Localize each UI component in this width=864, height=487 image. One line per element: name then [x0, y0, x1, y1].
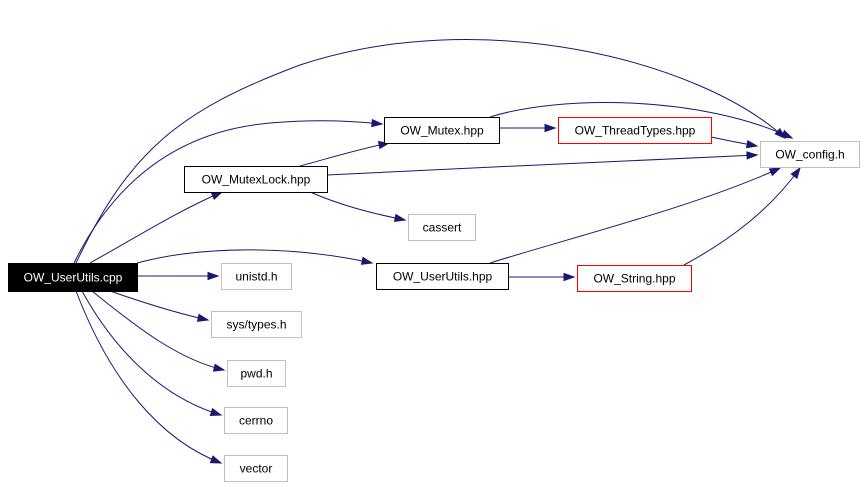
edge-ow-userutils-hpp-to-ow-string-hpp: [508, 272, 576, 282]
node-ow-mutex-hpp[interactable]: OW_Mutex.hpp: [384, 117, 500, 144]
node-sys-types-h[interactable]: sys/types.h: [211, 311, 302, 338]
edge-ow-userutils-cpp-to-ow-mutex-hpp: [73, 118, 384, 264]
node-box: [224, 455, 288, 482]
node-box: [376, 263, 509, 290]
edge-ow-mutexlock-hpp-to-ow-config-h: [326, 151, 759, 176]
node-label: sys/types.h: [226, 318, 286, 332]
edge-line: [299, 142, 390, 167]
node-label: OW_String.hpp: [593, 272, 675, 286]
edge-line: [489, 102, 793, 139]
node-box: [760, 141, 860, 168]
edge-line: [136, 249, 373, 264]
node-label: OW_Mutex.hpp: [400, 124, 484, 138]
edge-ow-mutexlock-hpp-to-ow-mutex-hpp: [299, 141, 391, 167]
edge-line: [326, 154, 758, 176]
edge-line: [75, 39, 786, 264]
edge-ow-mutexlock-hpp-to-cassert: [309, 191, 407, 223]
edge-line: [309, 191, 406, 221]
edge-line: [489, 167, 781, 264]
edge-ow-userutils-cpp-to-unistd-h: [137, 271, 220, 281]
edge-ow-mutex-hpp-to-ow-threadtypes-hpp: [499, 123, 557, 133]
node-label: cerrno: [239, 414, 273, 428]
edge-line: [109, 290, 209, 321]
edge-line: [75, 290, 222, 464]
node-box: [558, 117, 712, 144]
node-label: pwd.h: [240, 367, 272, 381]
edge-line: [683, 167, 801, 266]
node-label: OW_ThreadTypes.hpp: [575, 124, 696, 138]
arrowhead-icon: [393, 213, 407, 223]
node-ow-string-hpp[interactable]: OW_String.hpp: [577, 265, 692, 292]
arrowhead-icon: [544, 123, 557, 133]
edge-ow-userutils-cpp-to-ow-userutils-hpp: [136, 249, 374, 265]
node-pwd-h[interactable]: pwd.h: [227, 360, 286, 387]
edge-line: [73, 120, 383, 264]
arrowhead-icon: [207, 271, 220, 281]
node-label: OW_UserUtils.hpp: [393, 270, 493, 284]
edge-ow-userutils-cpp-to-ow-mutexlock-hpp: [89, 191, 224, 264]
arrowhead-icon: [745, 140, 759, 149]
node-ow-threadtypes-hpp[interactable]: OW_ThreadTypes.hpp: [558, 117, 712, 144]
edge-ow-userutils-cpp-to-cerrno: [81, 290, 223, 416]
node-box: [227, 360, 286, 387]
edge-line: [89, 191, 223, 264]
arrowhead-icon: [746, 151, 759, 160]
node-box: [577, 265, 692, 292]
node-label: vector: [240, 462, 273, 476]
arrowhead-icon: [371, 118, 384, 128]
arrowhead-icon: [780, 129, 794, 139]
arrowhead-icon: [209, 455, 223, 464]
edge-line: [91, 290, 225, 371]
edge-ow-userutils-cpp-to-pwd-h: [91, 290, 226, 372]
node-ow-config-h[interactable]: OW_config.h: [760, 141, 860, 168]
edge-ow-userutils-cpp-to-vector: [75, 290, 223, 464]
arrowhead-icon: [360, 256, 374, 265]
arrowhead-icon: [209, 407, 223, 416]
node-box: [211, 311, 302, 338]
edges-layer: [73, 39, 801, 464]
node-box: [408, 214, 476, 241]
node-box: [221, 263, 292, 290]
edge-ow-userutils-cpp-to-sys-types-h: [109, 290, 210, 322]
edge-line: [81, 290, 222, 416]
node-box: [8, 263, 138, 292]
node-ow-mutexlock-hpp[interactable]: OW_MutexLock.hpp: [184, 166, 328, 193]
arrowhead-icon: [768, 167, 782, 177]
arrowhead-icon: [196, 313, 210, 322]
arrowhead-icon: [790, 166, 801, 179]
edge-ow-userutils-hpp-to-ow-config-h: [489, 167, 782, 264]
node-box: [224, 407, 288, 434]
nodes-layer: OW_UserUtils.cpp OW_Mutex.hpp OW_ThreadTyp…: [8, 117, 860, 482]
node-label: unistd.h: [235, 270, 277, 284]
node-box: [384, 117, 500, 144]
node-unistd-h[interactable]: unistd.h: [221, 263, 292, 290]
node-label: OW_UserUtils.cpp: [24, 271, 123, 285]
node-cerrno[interactable]: cerrno: [224, 407, 288, 434]
node-label: cassert: [423, 221, 462, 235]
node-cassert[interactable]: cassert: [408, 214, 476, 241]
arrowhead-icon: [212, 363, 226, 372]
edge-ow-threadtypes-hpp-to-ow-config-h: [710, 136, 759, 149]
node-box: [184, 166, 328, 193]
edge-ow-mutex-hpp-to-ow-config-h: [489, 102, 794, 139]
arrowhead-icon: [563, 272, 576, 282]
node-ow-userutils-hpp[interactable]: OW_UserUtils.hpp: [376, 263, 509, 290]
arrowhead-icon: [210, 191, 224, 201]
edge-ow-string-hpp-to-ow-config-h: [683, 166, 801, 266]
node-vector[interactable]: vector: [224, 455, 288, 482]
node-label: OW_config.h: [775, 148, 844, 162]
node-label: OW_MutexLock.hpp: [202, 173, 311, 187]
node-ow-userutils-cpp[interactable]: OW_UserUtils.cpp: [8, 263, 138, 292]
